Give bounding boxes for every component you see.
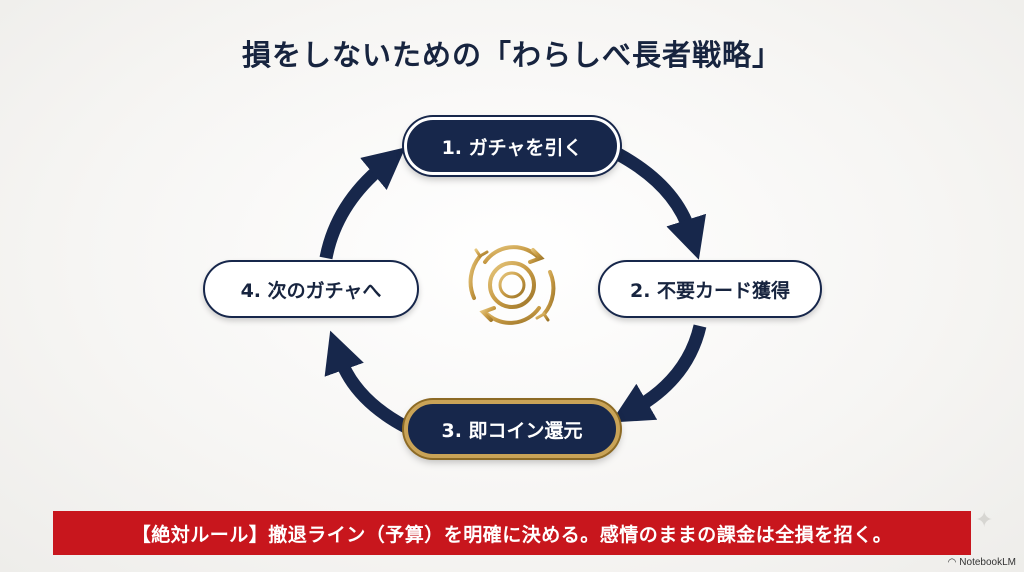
step-3-instant-coin-return: 3. 即コイン還元	[404, 400, 620, 458]
arrow-step1-to-step2	[614, 148, 707, 260]
sparkle-icon: ✦	[975, 508, 994, 533]
cycle-arrows	[319, 147, 707, 433]
page-title: 損をしないための「わらしべ長者戦略」	[241, 38, 782, 72]
arrow-step3-to-step4	[324, 330, 410, 433]
arrow-step4-to-step1	[319, 147, 406, 260]
refresh-cycle-icon	[468, 245, 556, 325]
step-4-next-gacha: 4. 次のガチャへ	[203, 260, 419, 318]
step-1-pull-gacha: 1. ガチャを引く	[404, 117, 620, 175]
notebooklm-logo-icon: ◠	[947, 557, 957, 568]
brand-name: NotebookLM	[959, 557, 1016, 568]
absolute-rule-banner: 【絶対ルール】撤退ライン（予算）を明確に決める。感情のままの課金は全損を招く。	[53, 511, 971, 555]
step-2-get-unneeded-card: 2. 不要カード獲得	[598, 260, 822, 318]
arrow-step2-to-step3	[610, 324, 707, 423]
notebooklm-branding: ◠ NotebookLM	[948, 557, 1016, 568]
